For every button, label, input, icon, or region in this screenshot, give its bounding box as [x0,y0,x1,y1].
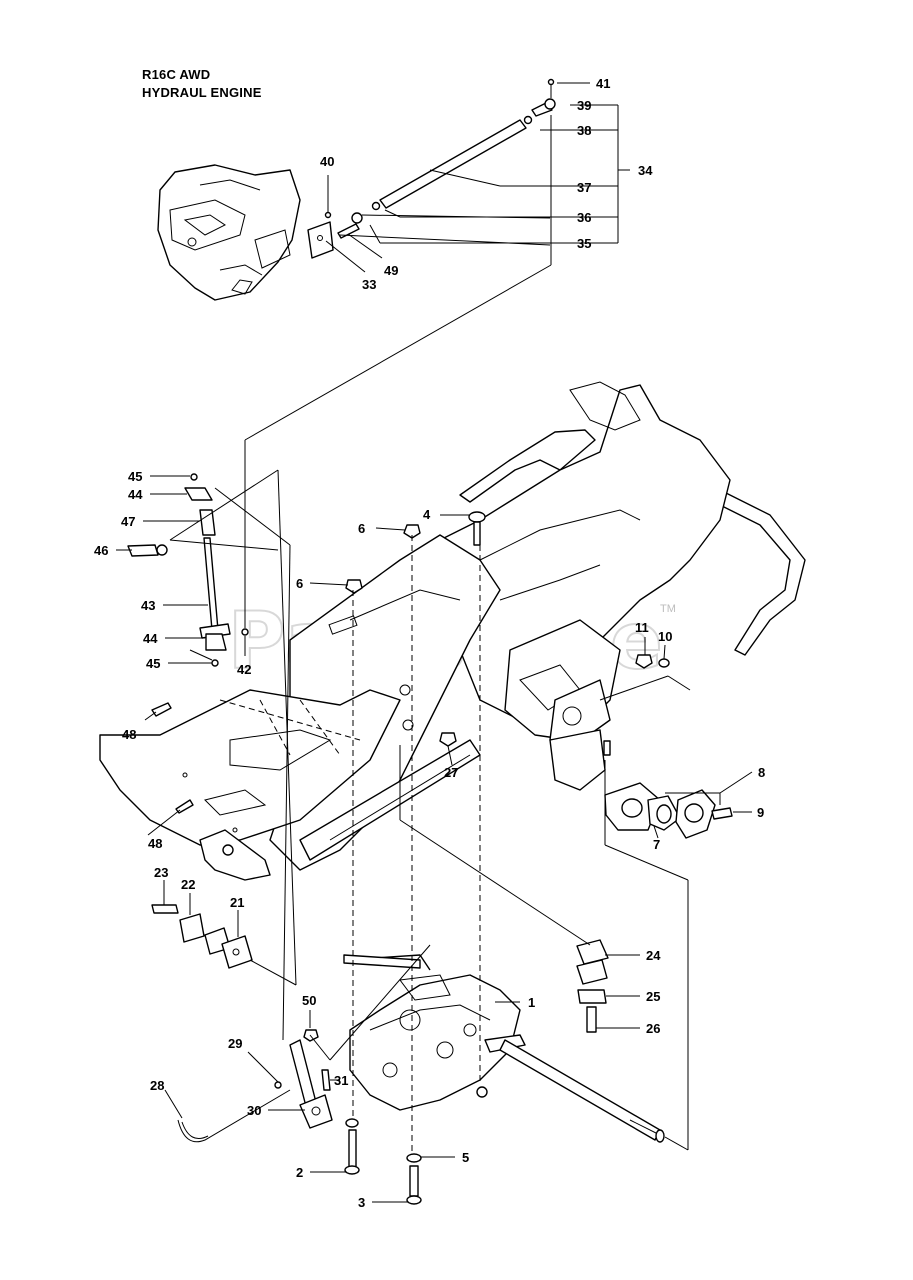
callout-40: 40 [320,154,334,169]
callout-11: 11 [635,620,649,635]
callout-34: 34 [638,163,653,178]
callout-29: 29 [228,1036,242,1051]
callout-47: 47 [121,514,135,529]
callout-9: 9 [757,805,764,820]
callout-5: 5 [462,1150,469,1165]
part-48-bolt-upper [151,702,172,717]
callout-46: 46 [94,543,108,558]
callout-49: 49 [384,263,398,278]
throttle-bracket [307,175,360,259]
title-line-model: R16C AWD [142,67,211,82]
callout-42: 42 [237,662,251,677]
callout-28: 28 [150,1078,164,1093]
callout-2: 2 [296,1165,303,1180]
callout-3: 3 [358,1195,365,1210]
callout-4: 4 [423,507,431,522]
transaxle [343,954,665,1143]
callout-8: 8 [758,765,765,780]
engine-sketch [157,164,301,301]
part-10-washer [658,658,670,668]
watermark-tm: TM [660,603,676,615]
callout-24: 24 [646,948,661,963]
part-6-nut-lower [345,579,363,594]
brake-block-group [151,904,253,969]
mount-block-group [576,939,609,1033]
bottom-bolts [344,1118,422,1205]
callout-44-lower: 44 [143,631,158,646]
callout-26: 26 [646,1021,660,1036]
callout-39: 39 [577,98,591,113]
callout-37: 37 [577,180,591,195]
leader-lines [116,82,753,1203]
callout-25: 25 [646,989,660,1004]
callout-21: 21 [230,895,244,910]
callout-23: 23 [154,865,168,880]
callout-22: 22 [181,877,195,892]
callout-48-lower: 48 [148,836,162,851]
throttle-rod-assembly [351,78,556,224]
callout-36: 36 [577,210,591,225]
callout-38: 38 [577,123,591,138]
part-6-nut-upper [403,524,421,539]
bypass-lever [177,1029,333,1143]
callout-44-upper: 44 [128,487,143,502]
part-11-nut [635,654,653,669]
callout-33: 33 [362,277,376,292]
callout-7: 7 [653,837,660,852]
callout-35: 35 [577,236,591,251]
callout-45-lower: 45 [146,656,160,671]
diagram-title: R16C AWD HYDRAUL ENGINE [142,66,262,102]
main-frame [99,381,806,881]
callout-30: 30 [247,1103,261,1118]
callout-31: 31 [334,1073,348,1088]
callout-labels: 41 39 38 34 37 36 35 40 49 33 45 44 47 4… [94,76,765,1210]
callout-6-upper: 6 [358,521,365,536]
callout-10: 10 [658,629,672,644]
part-4-bolt [468,511,486,546]
callout-27: 27 [444,765,458,780]
callout-45-upper: 45 [128,469,142,484]
title-line-subtitle: HYDRAUL ENGINE [142,85,262,100]
callout-41: 41 [596,76,610,91]
callout-43: 43 [141,598,155,613]
callout-1: 1 [528,995,535,1010]
shift-linkage [127,473,249,667]
callout-6-lower: 6 [296,576,303,591]
callout-48-upper: 48 [122,727,136,742]
part-27-nut [439,732,457,747]
bearing-flange-group [604,782,733,839]
callout-50: 50 [302,993,316,1008]
